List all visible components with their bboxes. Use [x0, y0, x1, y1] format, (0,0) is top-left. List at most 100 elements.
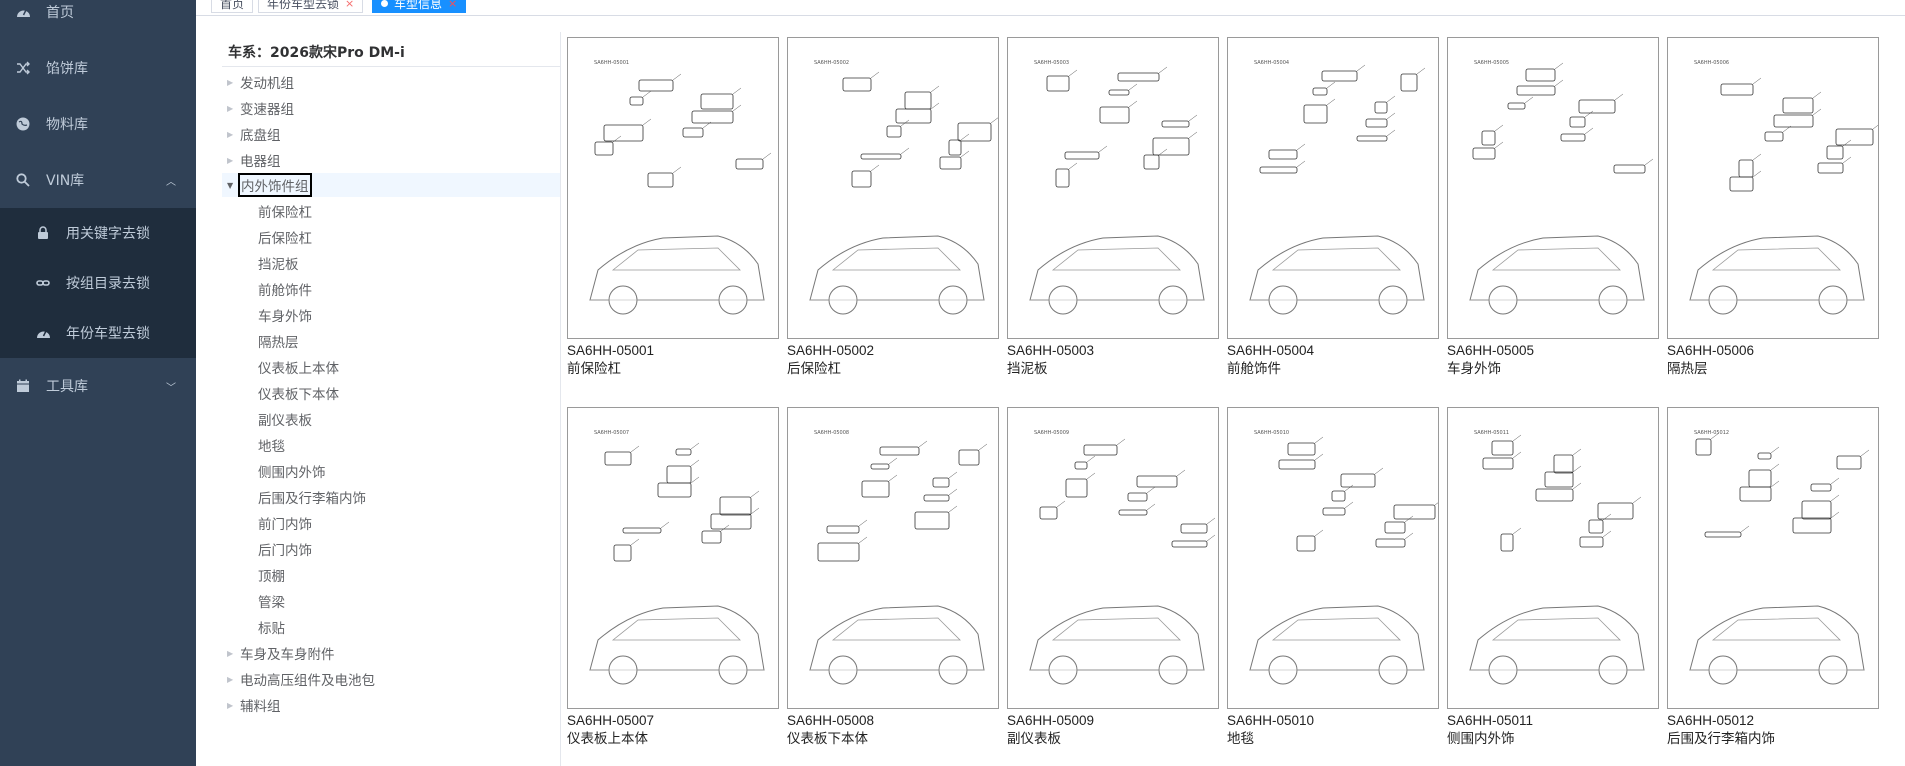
tree-node-child[interactable]: 副仪表板	[258, 413, 312, 429]
exploded-diagram-image[interactable]: SA6HH-05006	[1667, 37, 1879, 339]
tree-node-child[interactable]: 后围及行李箱内饰	[258, 491, 366, 507]
diagram-name: 地毯	[1227, 731, 1254, 747]
tree-node-child[interactable]: 顶棚	[258, 569, 285, 585]
diagram-code-tag: SA6HH-05011	[1474, 430, 1510, 436]
tree-node-group[interactable]: ▶ 电器组	[227, 154, 281, 170]
sidebar-item-home[interactable]: 首页	[0, 0, 196, 36]
caret-right-icon: ▶	[227, 648, 234, 658]
tab-label: 车型信息	[394, 0, 443, 11]
sidebar-item-label: 首页	[46, 5, 74, 21]
diagram-code-tag: SA6HH-05007	[594, 430, 630, 436]
tree-node-group[interactable]: ▶ 辅料组	[227, 699, 281, 715]
diagram-code: SA6HH-05001	[567, 343, 655, 358]
sidebar-item-label: 按组目录去锁	[66, 276, 150, 292]
tree-node-child[interactable]: 仪表板下本体	[258, 387, 339, 403]
tree-node-child[interactable]: 标贴	[258, 621, 285, 637]
diagram-name: 侧围内外饰	[1447, 731, 1515, 747]
exploded-diagram-image[interactable]: SA6HH-05009	[1007, 407, 1219, 709]
tree-selection-highlight	[222, 173, 560, 197]
caret-right-icon: ▶	[227, 77, 234, 87]
tree-node-child[interactable]: 挡泥板	[258, 257, 299, 273]
tree-node-child[interactable]: 侧围内外饰	[258, 465, 326, 481]
sidebar-subitem-group-unlock[interactable]: 按组目录去锁	[0, 258, 196, 308]
tree-node-child[interactable]: 地毯	[258, 439, 285, 455]
sidebar: 首页 馅饼库 物料库 VIN库 ︿ 用关键字去锁 按组目录去锁	[0, 0, 196, 766]
tree-node-child[interactable]: 后保险杠	[258, 231, 312, 247]
sidebar-item-label: 年份车型去锁	[66, 326, 150, 342]
exploded-diagram-image[interactable]: SA6HH-05001	[567, 37, 779, 339]
sidebar-item-material-library[interactable]: 物料库	[0, 100, 196, 148]
exploded-diagram-image[interactable]: SA6HH-05004	[1227, 37, 1439, 339]
diagram-name: 后围及行李箱内饰	[1667, 731, 1775, 747]
tree-node-group[interactable]: ▶ 电动高压组件及电池包	[227, 673, 375, 689]
tree-node-child[interactable]: 前保险杠	[258, 205, 312, 221]
tree-node-group[interactable]: ▶ 发动机组	[227, 76, 294, 92]
tree-node-group[interactable]: ▶ 底盘组	[227, 128, 281, 144]
exploded-diagram-image[interactable]: SA6HH-05007	[567, 407, 779, 709]
calendar-icon	[15, 378, 31, 394]
exploded-diagram-image[interactable]: SA6HH-05011	[1447, 407, 1659, 709]
chevron-down-icon: ﹀	[166, 382, 176, 394]
tree-node-child[interactable]: 后门内饰	[258, 543, 312, 559]
tree-node-group-selected[interactable]: ▼ 内外饰件组	[227, 173, 312, 197]
tree-node-group[interactable]: ▶ 变速器组	[227, 102, 294, 118]
diagram-code: SA6HH-05004	[1227, 343, 1315, 358]
tree-node-child[interactable]: 车身外饰	[258, 309, 312, 325]
exploded-diagram-image[interactable]: SA6HH-05005	[1447, 37, 1659, 339]
sidebar-subitem-year-model-unlock[interactable]: 年份车型去锁	[0, 308, 196, 358]
sidebar-item-label: 馅饼库	[46, 61, 88, 77]
tab-model-info[interactable]: 车型信息 ×	[372, 0, 467, 13]
exploded-diagram-image[interactable]: SA6HH-05012	[1667, 407, 1879, 709]
tree-node-child[interactable]: 仪表板上本体	[258, 361, 339, 377]
diagram-code-tag: SA6HH-05002	[814, 60, 850, 66]
diagram-name: 后保险杠	[787, 361, 841, 377]
caret-right-icon: ▶	[227, 674, 234, 684]
exploded-diagram-image[interactable]: SA6HH-05002	[787, 37, 999, 339]
diagram-code: SA6HH-05006	[1667, 343, 1755, 358]
tree-node-child[interactable]: 前门内饰	[258, 517, 312, 533]
diagram-code: SA6HH-05003	[1007, 343, 1095, 358]
close-icon[interactable]: ×	[448, 0, 458, 10]
sidebar-item-label: 物料库	[46, 117, 88, 133]
dashboard-icon	[35, 325, 51, 341]
close-icon[interactable]: ×	[345, 0, 355, 10]
tab-year-model-unlock[interactable]: 年份车型去锁 ×	[258, 0, 364, 13]
diagram-code-tag: SA6HH-05004	[1254, 60, 1290, 66]
dashboard-icon	[15, 4, 31, 20]
diagram-code: SA6HH-05011	[1447, 713, 1534, 728]
exploded-diagram-image[interactable]: SA6HH-05010	[1227, 407, 1439, 709]
caret-right-icon: ▶	[227, 129, 234, 139]
chevron-up-icon: ︿	[166, 176, 176, 188]
sidebar-item-pie-library[interactable]: 馅饼库	[0, 44, 196, 92]
sidebar-item-tool-library[interactable]: 工具库 ﹀	[0, 362, 196, 410]
diagram-name: 前舱饰件	[1227, 361, 1281, 377]
caret-right-icon: ▶	[227, 700, 234, 710]
diagram-code: SA6HH-05002	[787, 343, 875, 358]
exploded-diagram-image[interactable]: SA6HH-05008	[787, 407, 999, 709]
exploded-diagram-image[interactable]: SA6HH-05003	[1007, 37, 1219, 339]
tree-node-child[interactable]: 隔热层	[258, 335, 299, 351]
diagram-name: 车身外饰	[1447, 361, 1501, 377]
sidebar-item-label: 用关键字去锁	[66, 226, 150, 242]
caret-down-icon: ▼	[227, 180, 234, 190]
tree-node-child[interactable]: 前舱饰件	[258, 283, 312, 299]
sidebar-subitem-keyword-unlock[interactable]: 用关键字去锁	[0, 208, 196, 258]
tree-node-group[interactable]: ▶ 车身及车身附件	[227, 647, 335, 663]
tab-home[interactable]: 首页	[211, 0, 254, 13]
tree-node-child[interactable]: 管梁	[258, 595, 285, 611]
sidebar-item-vin-library[interactable]: VIN库 ︿	[0, 156, 196, 204]
globe-icon	[15, 116, 31, 132]
diagram-code-tag: SA6HH-05006	[1694, 60, 1730, 66]
